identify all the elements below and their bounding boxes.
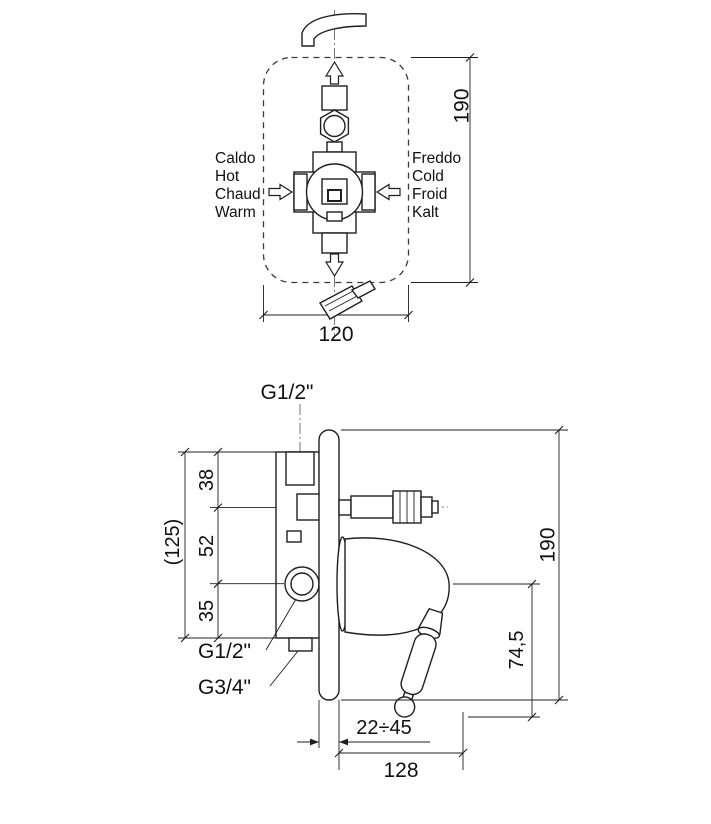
cartridge-lower-tab	[326, 211, 343, 222]
hex-nut-bore	[323, 114, 346, 138]
shower-head-face	[319, 285, 364, 320]
body-window-detail	[286, 530, 302, 543]
handle-assembly	[336, 536, 450, 718]
front-view: Caldo Hot Chaud Warm Freddo Cold Froid K…	[215, 10, 478, 346]
wall-depth-arrow-left	[310, 738, 319, 746]
cold-label-line-4: Kalt	[412, 204, 439, 221]
side-height-dimension-lines	[341, 429, 568, 701]
side-height-dim-label: 190	[536, 527, 559, 562]
side-height-dimension: 190	[341, 425, 568, 705]
diverter-tip	[431, 500, 439, 514]
front-width-dimension: 120	[259, 285, 413, 346]
dim-38-label: 38	[196, 469, 218, 491]
front-width-dim-label: 120	[318, 323, 353, 346]
handle-length-dimension-lines	[453, 583, 540, 718]
hot-label-line-1: Caldo	[215, 150, 256, 167]
side-height-dimension-ticks	[554, 425, 564, 705]
handle-bell-housing	[344, 537, 450, 636]
dim-52-label: 52	[196, 535, 218, 557]
left-dimension-lines	[178, 451, 284, 639]
side-outlet-port-inner	[290, 572, 314, 596]
thread-leader-lines	[265, 598, 299, 687]
left-dimensions: 38 52 35 (125)	[162, 447, 284, 643]
cold-inlet-arrow-icon	[375, 183, 401, 201]
overall-depth-dimension: 128	[334, 712, 468, 782]
flow-arrows	[268, 60, 401, 278]
wall-depth-dimension: 22÷45	[297, 700, 430, 770]
cartridge-inner-square	[327, 189, 342, 202]
lever-handle	[393, 607, 444, 718]
diverter-neck	[338, 499, 352, 516]
handle-length-dimension-ticks	[527, 579, 537, 722]
lever-ball-finial	[393, 696, 416, 718]
lever-grip	[400, 633, 437, 696]
top-thread-label: G1/2"	[261, 381, 314, 404]
wall-plate-side-profile	[318, 429, 340, 701]
side-view: G1/2" 38 52 35 (125) G1/2" G3/4" 190 74,…	[162, 381, 568, 782]
recessed-box-outline	[262, 56, 410, 284]
valve-schematic	[293, 85, 376, 254]
hot-inlet-arrow-icon	[268, 183, 294, 201]
width-dimension-ticks	[259, 310, 413, 320]
valve-body-side	[275, 451, 321, 652]
shower-head-arm	[350, 280, 376, 299]
hot-label-line-2: Hot	[215, 168, 240, 185]
diverter-knurl-lines	[399, 491, 415, 523]
left-inlet-port	[293, 173, 308, 211]
hot-label-line-4: Warm	[215, 204, 256, 221]
wall-depth-arrow-right	[339, 738, 348, 746]
bottom-pipe	[321, 232, 348, 254]
dim-74-5-label: 74,5	[506, 631, 528, 670]
bottom-outlet-port	[288, 637, 313, 652]
handle-length-dimension: 74,5	[453, 579, 540, 722]
height-dimension-ticks	[465, 53, 475, 287]
dim-35-label: 35	[196, 600, 218, 622]
up-arrow-icon	[324, 60, 345, 85]
hot-label-line-3: Chaud	[215, 186, 261, 203]
down-arrow-icon	[324, 253, 345, 278]
right-inlet-port	[361, 173, 376, 211]
overall-depth-dimension-lines	[339, 712, 464, 770]
top-outlet-port	[285, 451, 315, 486]
diverter-knob	[338, 490, 439, 524]
hot-side-label: Caldo Hot Chaud Warm	[215, 150, 261, 221]
diverter-barrel	[350, 495, 394, 519]
top-pipe	[321, 85, 348, 111]
neck-connector	[326, 141, 343, 153]
dim-22-45-label: 22÷45	[356, 717, 411, 739]
overall-depth-dimension-ticks	[334, 748, 468, 758]
cold-label-line-3: Froid	[412, 186, 447, 203]
dim-125-label: (125)	[162, 519, 184, 566]
bottom-thread-label: G3/4"	[198, 676, 251, 699]
diverter-flange	[420, 496, 433, 518]
diverter-cartridge-housing	[296, 493, 321, 521]
wall-depth-dimension-lines	[297, 700, 430, 770]
spout-icon	[301, 12, 367, 47]
cold-label-line-2: Cold	[412, 168, 444, 185]
cold-side-label: Freddo Cold Froid Kalt	[412, 150, 461, 221]
shower-head-icon	[319, 280, 376, 320]
front-height-dimension: 190	[411, 53, 478, 287]
side-thread-label: G1/2"	[198, 640, 251, 663]
dim-128-label: 128	[383, 759, 418, 782]
spout-icon-shape	[301, 12, 367, 47]
left-dimension-ticks	[180, 447, 223, 643]
shower-head-detail-lines	[324, 289, 360, 312]
front-height-dim-label: 190	[450, 88, 473, 123]
thread-callouts: G1/2" G3/4"	[198, 598, 299, 699]
cold-label-line-1: Freddo	[412, 150, 461, 167]
height-dimension-lines	[411, 57, 478, 283]
